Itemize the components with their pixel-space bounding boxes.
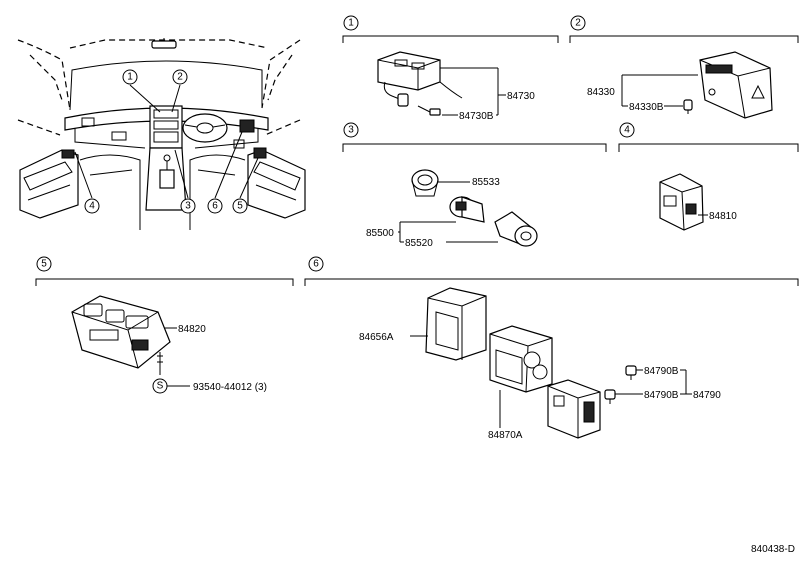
svg-text:1: 1 xyxy=(127,72,133,83)
callout-6: 6 xyxy=(207,198,223,214)
callout-3: 3 xyxy=(180,198,196,214)
label-93540: 93540-44012 (3) xyxy=(193,382,267,393)
part-84810-switch xyxy=(659,173,704,231)
label-85533: 85533 xyxy=(472,177,500,188)
section-3: 3 85533 85500 85520 xyxy=(342,122,607,249)
s-mark: S xyxy=(152,378,168,394)
label-84870A: 84870A xyxy=(488,430,523,441)
callout-5: 5 xyxy=(232,198,248,214)
svg-text:2: 2 xyxy=(575,18,581,29)
label-85500: 85500 xyxy=(366,228,394,239)
bulb-84790B-upper xyxy=(625,365,637,380)
label-85520: 85520 xyxy=(405,238,433,249)
screw-93540 xyxy=(157,352,163,375)
svg-text:4: 4 xyxy=(89,201,95,212)
svg-text:4: 4 xyxy=(624,125,630,136)
label-84730: 84730 xyxy=(507,91,535,102)
callout-4: 4 xyxy=(84,198,100,214)
callout-1: 1 xyxy=(122,69,138,85)
label-84820: 84820 xyxy=(178,324,206,335)
part-84870A-mirror-switch xyxy=(489,325,553,393)
part-85500-lighter xyxy=(494,211,538,247)
section-5: 5 84820 S 93540-44012 (3) xyxy=(35,256,294,394)
label-84810: 84810 xyxy=(709,211,737,222)
bulb-84790B-lower xyxy=(604,389,616,404)
svg-text:3: 3 xyxy=(185,201,191,212)
svg-text:6: 6 xyxy=(212,201,218,212)
svg-text:2: 2 xyxy=(177,72,183,83)
section-4: 4 84810 xyxy=(618,122,799,231)
svg-text:S: S xyxy=(157,381,164,392)
label-84730B: 84730B xyxy=(459,111,494,122)
label-84790: 84790 xyxy=(693,390,721,401)
section-6: 6 8 xyxy=(304,256,799,441)
svg-text:1: 1 xyxy=(348,18,354,29)
part-84790-switch xyxy=(547,379,601,439)
car-interior-illustration: 1 2 4 3 6 5 xyxy=(17,38,306,230)
label-84330: 84330 xyxy=(587,87,615,98)
label-84330B: 84330B xyxy=(629,102,664,113)
part-84656A-bezel xyxy=(425,287,487,361)
label-84656A: 84656A xyxy=(359,332,394,343)
svg-text:3: 3 xyxy=(348,125,354,136)
part-84330-hazard-switch xyxy=(699,51,773,119)
svg-text:6: 6 xyxy=(313,259,319,270)
part-85533-socket xyxy=(411,169,439,197)
svg-text:5: 5 xyxy=(41,259,47,270)
svg-text:5: 5 xyxy=(237,201,243,212)
part-84730-harness xyxy=(377,51,463,116)
callout-2: 2 xyxy=(172,69,188,85)
section-1: 1 84730 84730B xyxy=(342,15,559,122)
label-84790B-2: 84790B xyxy=(644,390,679,401)
diagram-id: 840438-D xyxy=(751,544,795,555)
section-2: 2 84330 84330B xyxy=(569,15,799,119)
part-84330B-bulb xyxy=(683,99,693,114)
part-85520-lighter-socket xyxy=(449,196,485,223)
label-84790B-1: 84790B xyxy=(644,366,679,377)
part-84820-window-switch xyxy=(71,295,171,369)
